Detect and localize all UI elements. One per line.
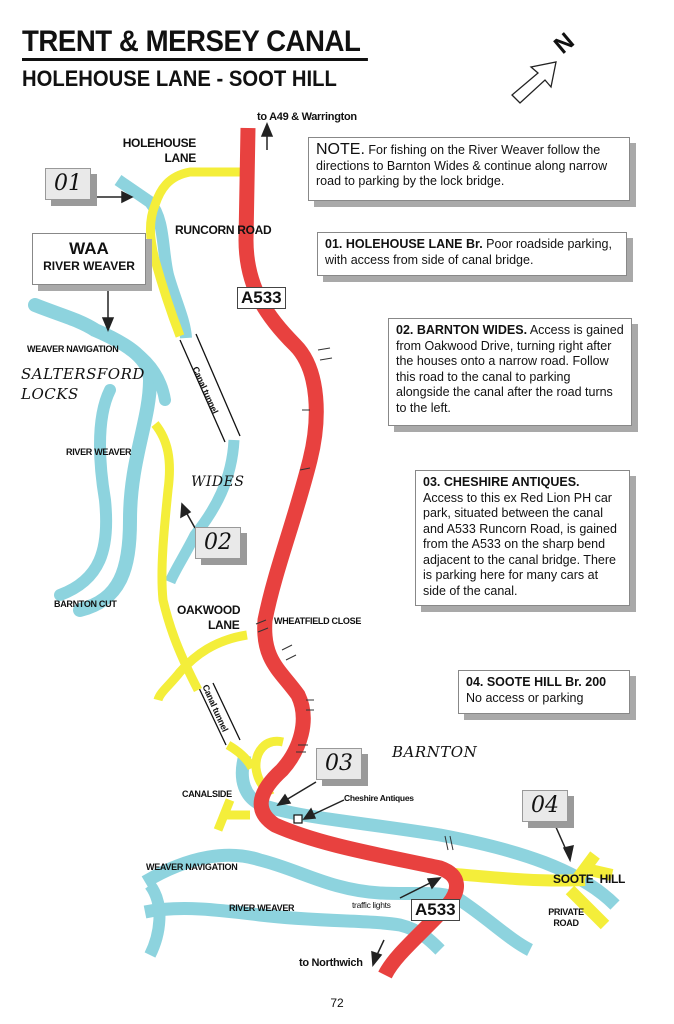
river-weaver-left	[28, 298, 171, 617]
label-holehouse-lane: HOLEHOUSE LANE	[122, 136, 197, 165]
badge-03: 03	[316, 748, 362, 780]
page-title: TRENT & MERSEY CANAL	[22, 26, 368, 61]
note-01-box: 01. HOLEHOUSE LANE Br. Poor roadside par…	[317, 232, 627, 276]
canalside-road	[213, 798, 250, 832]
note-heading: NOTE.	[316, 141, 365, 158]
label-traffic-lights: traffic lights	[352, 900, 391, 910]
page-subtitle: HOLEHOUSE LANE - SOOT HILL	[22, 66, 337, 91]
a533-sign-top: A533	[237, 287, 286, 309]
label-river-weaver-left: RIVER WEAVER	[66, 447, 132, 457]
note-03-heading: 03. CHESHIRE ANTIQUES.	[423, 475, 580, 489]
pointer-arrows	[91, 122, 574, 967]
cheshire-antiques-marker	[293, 814, 303, 824]
label-locks: LOCKS	[21, 385, 79, 403]
label-saltersford: SALTERSFORD	[21, 365, 145, 383]
a533-road	[238, 127, 464, 979]
note-03-box: 03. CHESHIRE ANTIQUES. Access to this ex…	[415, 470, 630, 606]
soote-hill-road	[454, 851, 614, 930]
oakwood-lane-road	[153, 630, 248, 702]
note-01-heading: 01. HOLEHOUSE LANE Br.	[325, 237, 483, 251]
north-arrow-icon	[511, 61, 557, 104]
note-04-text: No access or parking	[466, 690, 584, 705]
note-02-heading: 02. BARNTON WIDES.	[396, 323, 528, 337]
label-river-weaver-bottom: RIVER WEAVER	[229, 903, 295, 913]
note-01-text: Poor roadside parking, with access from …	[325, 237, 612, 267]
minor-roads	[146, 167, 614, 930]
label-to-a49: to A49 & Warrington	[257, 111, 357, 123]
label-weaver-navigation-top: WEAVER NAVIGATION	[27, 344, 119, 354]
waa-title: WAA	[69, 239, 109, 258]
label-wheatfield-close: WHEATFIELD CLOSE	[274, 616, 362, 626]
a533-sign-bottom: A533	[411, 899, 460, 921]
waa-subtitle: RIVER WEAVER	[43, 259, 135, 273]
note-02-box: 02. BARNTON WIDES. Access is gained from…	[388, 318, 632, 426]
note-02-text: Access is gained from Oakwood Drive, tur…	[396, 323, 624, 415]
label-private-road: PRIVATE ROAD	[548, 907, 584, 928]
canal-tunnel-2	[198, 682, 241, 746]
badge-02: 02	[195, 527, 241, 559]
note-text: For fishing on the River Weaver follow t…	[316, 143, 608, 188]
badge-01: 01	[45, 168, 91, 200]
label-runcorn-road: RUNCORN ROAD	[175, 223, 272, 237]
label-soote-hill: SOOTE HILL	[553, 872, 626, 886]
label-barnton: BARNTON	[392, 743, 478, 761]
holehouse-lane-road	[146, 167, 246, 338]
waa-box: WAA RIVER WEAVER	[32, 233, 146, 285]
note-box: NOTE. For fishing on the River Weaver fo…	[308, 137, 630, 201]
note-04-heading: 04. SOOTE HILL Br. 200	[466, 675, 607, 689]
label-lane: LANE	[208, 618, 240, 632]
label-canalside: CANALSIDE	[182, 789, 232, 799]
label-weaver-navigation-bottom: WEAVER NAVIGATION	[146, 862, 238, 872]
label-to-northwich: to Northwich	[299, 957, 363, 969]
note-03-text: Access to this ex Red Lion PH car park, …	[423, 490, 617, 598]
label-barnton-cut: BARNTON CUT	[54, 599, 117, 609]
label-cheshire-antiques: Cheshire Antiques	[344, 793, 414, 803]
canal-tunnel-1	[179, 333, 241, 443]
barnton-wides-road	[151, 421, 203, 693]
side-road-ticks	[255, 347, 454, 851]
tunnel-road	[225, 741, 257, 771]
badge-04: 04	[522, 790, 568, 822]
label-oakwood: OAKWOOD	[177, 603, 241, 617]
note-04-box: 04. SOOTE HILL Br. 200 No access or park…	[458, 670, 630, 714]
label-wides: WIDES	[191, 474, 245, 490]
page-number: 72	[330, 996, 344, 1010]
